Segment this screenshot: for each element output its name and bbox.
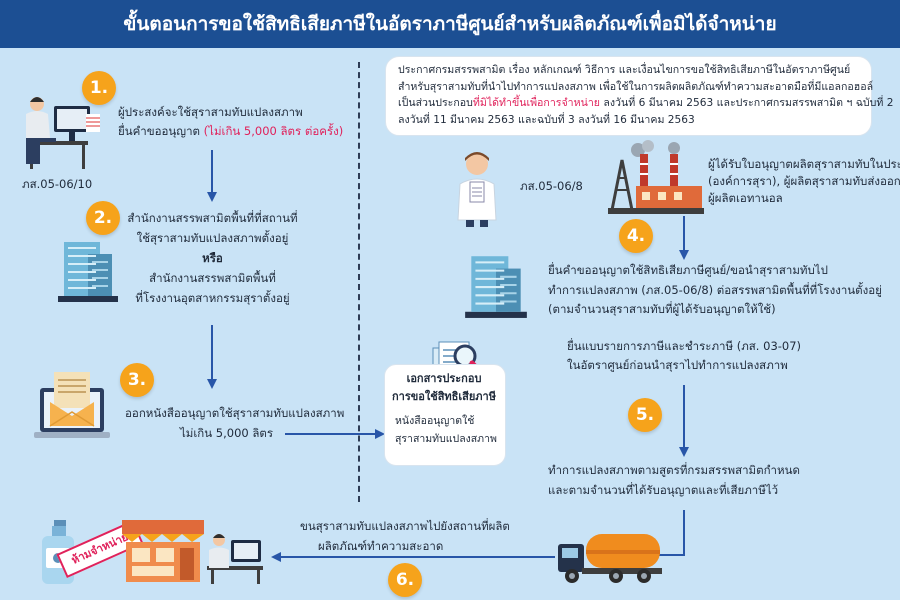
step-6-line-1: ขนสุราสามทับแปลงสภาพไปยังสถานที่ผลิต: [300, 519, 510, 533]
notice-line-3-suffix: ลงวันที่ 6 มีนาคม 2563 และประกาศกรมสรรพส…: [600, 97, 894, 109]
worker-at-desk-icon-2: [207, 534, 263, 584]
step-2-line-3: สำนักงานสรรพสามิตพื้นที่: [149, 271, 276, 285]
office-building-icon: [58, 242, 118, 302]
step-2-line-4: ที่โรงงานอุตสาหกรรมสุราตั้งอยู่: [135, 291, 290, 305]
notice-line-3-prefix: เป็นส่วนประกอบ: [398, 97, 473, 109]
header-bar: [0, 0, 900, 48]
step-6-badge: 6.: [388, 563, 422, 597]
step-4-line-4: ยื่นแบบรายการภาษีและชำระภาษี (ภส. 03-07): [567, 339, 802, 353]
column-divider: [358, 62, 360, 502]
factory-icon: [608, 140, 704, 214]
step-1-line-2: ยื่นคำขออนุญาต (ไม่เกิน 5,000 ลิตร ต่อคร…: [118, 123, 343, 140]
step-4-line-1: ยื่นคำขออนุญาตใช้สิทธิเสียภาษีศูนย์/ขอนำ…: [548, 263, 828, 277]
step-1-form-code: ภส.05-06/10: [22, 177, 93, 191]
step-5-line-2: และตามจำนวนที่ได้รับอนุญาตและที่เสียภาษี…: [548, 483, 779, 497]
regulation-notice-text: ประกาศกรมสรรพสามิต เรื่อง หลักเกณฑ์ วิธี…: [398, 62, 893, 128]
notice-line-3: เป็นส่วนประกอบที่มิได้ทำขึ้นเพื่อการจำหน…: [398, 95, 893, 112]
office-building-icon-2: [465, 256, 527, 318]
step-2-badge: 2.: [86, 201, 120, 235]
step-4-form-code: ภส.05-06/8: [520, 179, 583, 193]
notice-line-4: ลงวันที่ 11 มีนาคม 2563 และฉบับที่ 3 ลงว…: [398, 113, 695, 126]
step-2-line-1: สำนักงานสรรพสามิตพื้นที่ที่สถานที่: [127, 211, 298, 225]
eligible-applicants-line-3: ผู้ผลิตเอทานอล: [708, 191, 783, 205]
scientist-icon: [457, 152, 497, 227]
eligible-applicants-line-1: ผู้ได้รับใบอนุญาตผลิตสุราสามทับในประเทศ: [708, 157, 900, 171]
docs-item-line-1: หนังสืออนุญาตใช้: [395, 415, 475, 427]
step-2-or: หรือ: [202, 251, 223, 265]
step-5-badge: 5.: [628, 398, 662, 432]
docs-item-line-2: สุราสามทับแปลงสภาพ: [395, 433, 497, 445]
laptop-envelope-icon: [34, 372, 110, 438]
worker-at-desk-icon: [26, 97, 100, 169]
step-4-line-3: (ตามจำนวนสุราสามทับที่ผู้ได้รับอนุญาตให้…: [548, 302, 776, 316]
step-1-limit-highlight: (ไม่เกิน 5,000 ลิตร ต่อครั้ง): [203, 124, 344, 138]
step-3-line-2: ไม่เกิน 5,000 ลิตร: [180, 426, 274, 440]
supporting-documents-box: [384, 364, 506, 466]
step-2-line-2: ใช้สุราสามทับแปลงสภาพตั้งอยู่: [136, 231, 289, 245]
step-4-line-5: ในอัตราศูนย์ก่อนนำสุราไปทำการแปลงสภาพ: [567, 358, 788, 372]
step-1-line-2-prefix: ยื่นคำขออนุญาต: [118, 124, 204, 138]
eligible-applicants-line-2: (องค์การสุรา), ผู้ผลิตสุราสามทับส่งออก,: [708, 174, 900, 188]
notice-line-1: ประกาศกรมสรรพสามิต เรื่อง หลักเกณฑ์ วิธี…: [398, 64, 851, 76]
regulation-notice-box: ประกาศกรมสรรพสามิต เรื่อง หลักเกณฑ์ วิธี…: [385, 56, 893, 136]
storefront-icon: [122, 520, 204, 582]
notice-not-for-sale-highlight: ที่มิได้ทำขึ้นเพื่อการจำหน่าย: [472, 97, 601, 109]
docs-title-line-1: เอกสารประกอบ: [406, 372, 482, 385]
docs-title-line-2: การขอใช้สิทธิเสียภาษี: [392, 390, 496, 403]
step-6-line-2: ผลิตภัณฑ์ทำความสะอาด: [318, 539, 444, 553]
tanker-truck-icon: [558, 534, 662, 583]
step-4-badge: 4.: [619, 219, 653, 253]
step-3-line-1: ออกหนังสืออนุญาตใช้สุราสามทับแปลงสภาพ: [125, 406, 345, 420]
step-1-line-1: ผู้ประสงค์จะใช้สุราสามทับแปลงสภาพ: [118, 105, 303, 119]
step-3-badge: 3.: [120, 363, 154, 397]
step-4-line-2: ทำการแปลงสภาพ (ภส.05-06/8) ต่อสรรพสามิตพ…: [548, 283, 882, 297]
step-5-line-1: ทำการแปลงสภาพตามสูตรที่กรมสรรพสามิตกำหนด: [548, 463, 800, 477]
step-1-badge: 1.: [82, 71, 116, 105]
page-title: ขั้นตอนการขอใช้สิทธิเสียภาษีในอัตราภาษีศ…: [123, 13, 777, 35]
notice-line-2: สำหรับสุราสามทับที่นำไปทำการแปลงสภาพ เพื…: [398, 80, 874, 93]
